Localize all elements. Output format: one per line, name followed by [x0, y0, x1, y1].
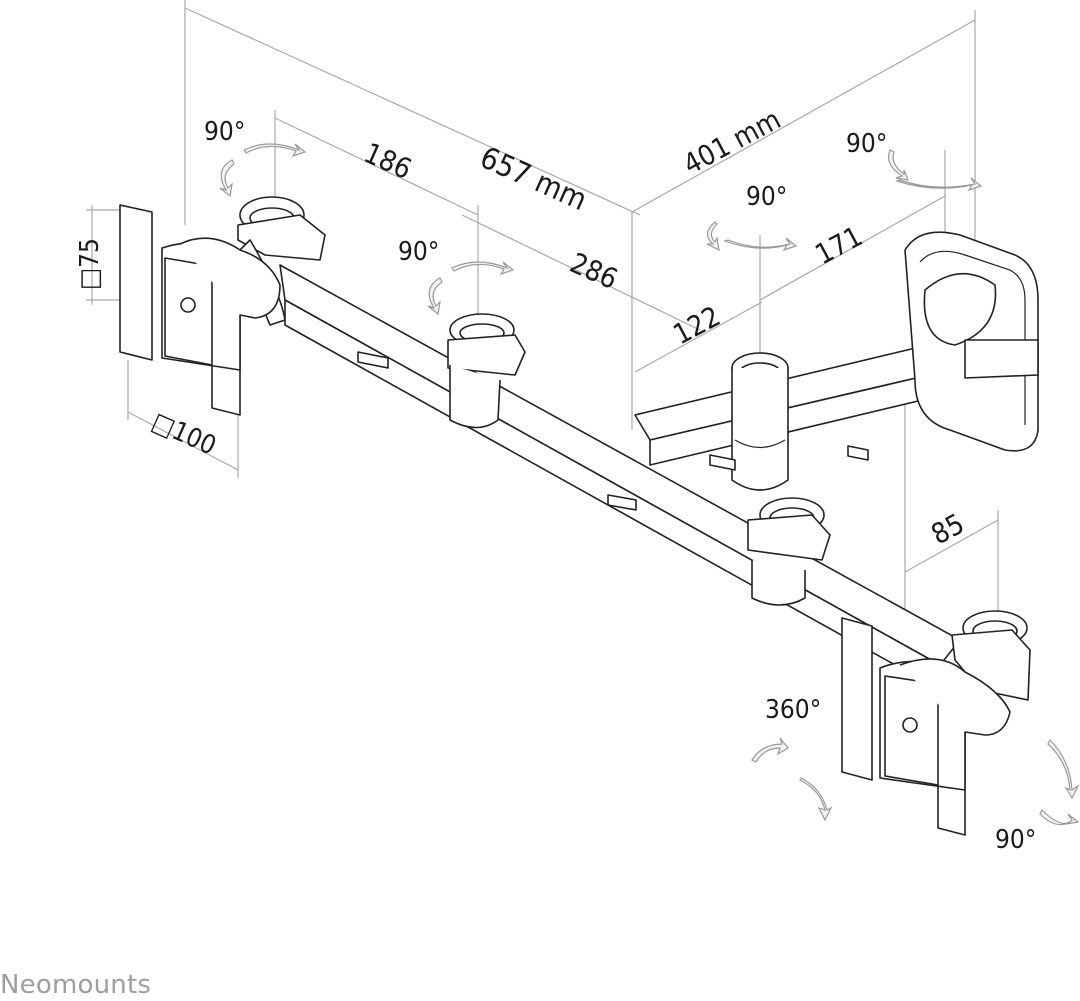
label-seg-85: 85 — [926, 507, 970, 551]
label-total-width: 657 mm — [475, 140, 592, 218]
label-tilt-bottom: 90° — [995, 825, 1036, 855]
label-depth: 401 mm — [678, 103, 786, 182]
brand-logo: Neomounts — [0, 970, 152, 1000]
label-pivot-center: 90° — [746, 182, 787, 212]
label-rotate-360: 360° — [765, 695, 821, 725]
label-pivot-left-mid: 90° — [398, 237, 439, 267]
label-seg-186: 186 — [359, 136, 416, 186]
label-vesa-75: □75 — [75, 238, 105, 290]
label-tilt-left: 90° — [204, 117, 245, 147]
label-seg-171: 171 — [810, 219, 868, 271]
label-tilt-right: 90° — [846, 129, 887, 159]
rotation-arrows — [219, 143, 1080, 826]
dimension-lines — [86, 0, 999, 650]
label-seg-122: 122 — [668, 299, 726, 351]
monitor-arm — [119, 196, 1039, 836]
label-vesa-100: □100 — [147, 407, 220, 462]
